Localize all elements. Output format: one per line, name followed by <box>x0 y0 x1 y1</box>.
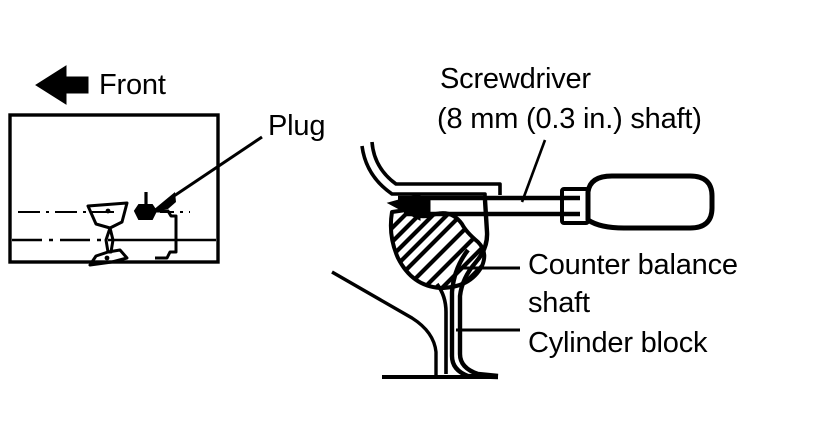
screwdriver-leader-line <box>520 139 547 203</box>
cylinder-block-label: Cylinder block <box>528 327 708 359</box>
screwdriver-spec-label: (8 mm (0.3 in.) shaft) <box>437 103 702 135</box>
oil-passage-outline <box>155 209 178 260</box>
counter-balance-label-line2: shaft <box>528 287 590 319</box>
cylinder-block-wall <box>435 199 499 380</box>
plug-leader-line <box>152 135 263 211</box>
counter-balance-label-line1: Counter balance <box>528 249 738 281</box>
screwdriver-handle <box>585 173 715 231</box>
screwdriver-label: Screwdriver <box>440 63 591 95</box>
cylinder-block-lower-casting <box>331 270 498 379</box>
plug-marker <box>133 192 158 220</box>
left-view-group: Front <box>8 65 325 267</box>
cylinder-block-upper-casting <box>360 141 502 200</box>
counterweight-shape <box>86 201 129 267</box>
plug-label: Plug <box>268 110 325 142</box>
front-label: Front <box>99 69 166 101</box>
front-arrow-icon <box>35 65 89 105</box>
screwdriver-shaft <box>398 195 580 217</box>
